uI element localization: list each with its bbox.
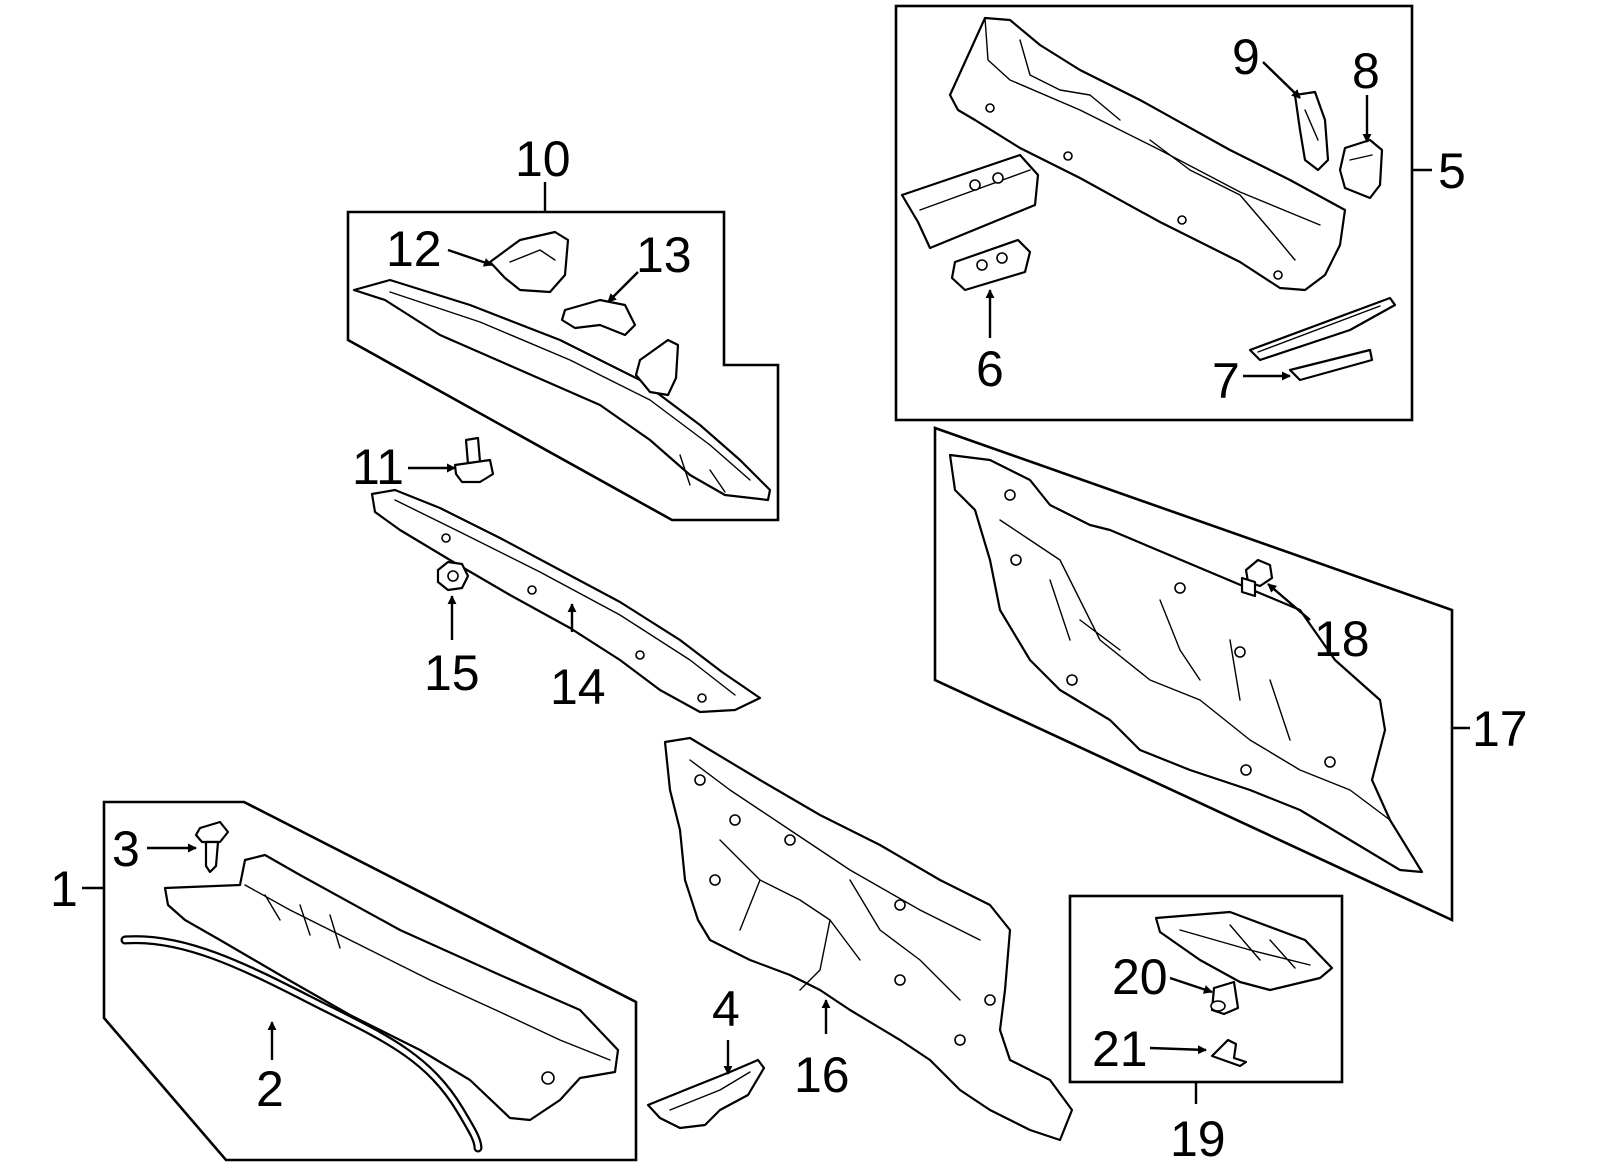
part-7-bracket [1248, 296, 1397, 382]
part-16-dash-panel [663, 736, 1074, 1142]
callout-6: 6 [976, 341, 1004, 397]
part-21-clip [1210, 1038, 1248, 1068]
callout-14: 14 [550, 659, 606, 715]
part-2-seal [120, 935, 483, 1153]
callout-4: 4 [712, 981, 740, 1037]
callout-8: 8 [1352, 43, 1380, 99]
callout-10: 10 [515, 131, 571, 187]
part-8-bracket [1338, 138, 1384, 200]
leader-12 [447, 248, 493, 267]
leader-21 [1149, 1045, 1207, 1055]
callout-20: 20 [1112, 949, 1168, 1005]
callout-19: 19 [1170, 1111, 1226, 1167]
part-20-spacer [1210, 980, 1240, 1016]
callout-7: 7 [1212, 353, 1240, 409]
callout-13: 13 [636, 227, 692, 283]
callout-12: 12 [386, 221, 442, 277]
leader-20 [1169, 976, 1213, 994]
callout-5: 5 [1438, 143, 1466, 199]
group-10-assembly [346, 182, 780, 522]
callout-18: 18 [1314, 611, 1370, 667]
cowl-top-panel [948, 16, 1347, 292]
callout-9: 9 [1232, 29, 1260, 85]
part-1-cowl-top [163, 853, 620, 1122]
callout-1: 1 [50, 861, 78, 917]
part-19-bracket [1154, 910, 1334, 992]
group-1-frame [102, 800, 638, 1162]
part-14-brace [370, 488, 762, 714]
group-10-frame [346, 210, 780, 522]
callout-3: 3 [112, 821, 140, 877]
leader-13 [607, 271, 639, 303]
part-9-bracket [1293, 90, 1330, 172]
part-12-bracket [488, 230, 570, 294]
part-3-clip [194, 820, 230, 874]
group-19-frame [1068, 894, 1344, 1084]
callout-15: 15 [424, 645, 480, 701]
group-5-frame [894, 4, 1414, 422]
leader-9 [1262, 61, 1301, 99]
part-4-bracket [646, 1058, 766, 1130]
callout-21: 21 [1092, 1021, 1148, 1077]
group-5-cowl-assembly [894, 4, 1432, 422]
callout-labels: 1 2 3 4 5 6 7 8 9 10 11 12 13 14 15 16 1… [50, 29, 1528, 1167]
group-17-frame [933, 426, 1454, 923]
part-15-nut [436, 560, 470, 592]
callout-17: 17 [1472, 701, 1528, 757]
group-19-assembly [1068, 894, 1344, 1104]
group-17-assembly [933, 426, 1470, 923]
part-11-bolt [453, 436, 495, 484]
group-1-assembly [82, 800, 638, 1162]
leader-18 [1267, 583, 1311, 621]
callout-16: 16 [794, 1047, 850, 1103]
callout-2: 2 [256, 1061, 284, 1117]
part-6-bracket [900, 153, 1040, 292]
part-17-dash-panel [948, 453, 1424, 874]
part-10-reinforcement [352, 278, 772, 502]
callout-11: 11 [352, 439, 404, 495]
part-18-bolt [1240, 558, 1274, 598]
